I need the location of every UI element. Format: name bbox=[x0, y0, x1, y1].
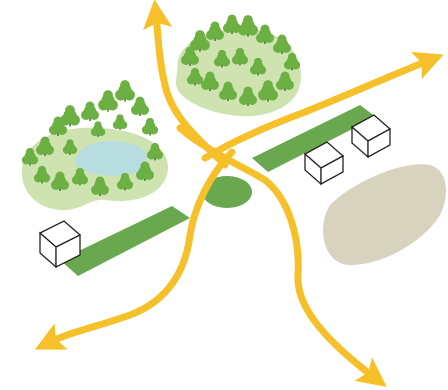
tree bbox=[146, 142, 164, 161]
tree bbox=[90, 121, 106, 137]
tree bbox=[249, 57, 267, 76]
tree bbox=[115, 80, 135, 102]
pond bbox=[74, 141, 147, 176]
forest-top-trees bbox=[181, 14, 301, 106]
tree bbox=[239, 86, 257, 106]
tree bbox=[141, 117, 159, 136]
tree bbox=[273, 34, 291, 54]
tree bbox=[231, 47, 249, 66]
tree bbox=[238, 15, 258, 37]
tree bbox=[206, 21, 224, 41]
tree bbox=[98, 90, 118, 112]
tree bbox=[36, 136, 54, 156]
tree bbox=[21, 147, 39, 166]
house-right-1 bbox=[303, 141, 345, 186]
tree bbox=[71, 167, 89, 186]
tree bbox=[136, 161, 154, 181]
tree bbox=[60, 105, 80, 127]
tree bbox=[62, 139, 78, 155]
tree bbox=[186, 67, 204, 86]
tree bbox=[81, 101, 99, 121]
tree bbox=[256, 24, 274, 44]
tree bbox=[33, 165, 51, 184]
forest-left-trees bbox=[21, 80, 164, 196]
tree bbox=[276, 71, 294, 91]
tree bbox=[131, 96, 149, 116]
tree bbox=[116, 172, 134, 191]
central-green bbox=[202, 176, 252, 208]
tree bbox=[223, 14, 241, 34]
tree bbox=[201, 71, 219, 91]
tree bbox=[49, 116, 67, 136]
tree bbox=[112, 114, 128, 130]
tree bbox=[213, 49, 231, 68]
tree bbox=[283, 52, 301, 71]
path-southeast bbox=[176, 124, 387, 387]
tree bbox=[51, 171, 69, 191]
path-northeast bbox=[201, 51, 444, 162]
path-southwest bbox=[34, 148, 236, 350]
field-lower-left bbox=[60, 206, 190, 276]
field-right bbox=[252, 105, 376, 172]
tree bbox=[219, 81, 237, 101]
tree bbox=[258, 80, 278, 102]
tree bbox=[91, 176, 109, 196]
house-left bbox=[38, 220, 82, 269]
tree bbox=[190, 30, 210, 52]
sand-area bbox=[322, 164, 446, 265]
house-right-2 bbox=[350, 114, 392, 159]
